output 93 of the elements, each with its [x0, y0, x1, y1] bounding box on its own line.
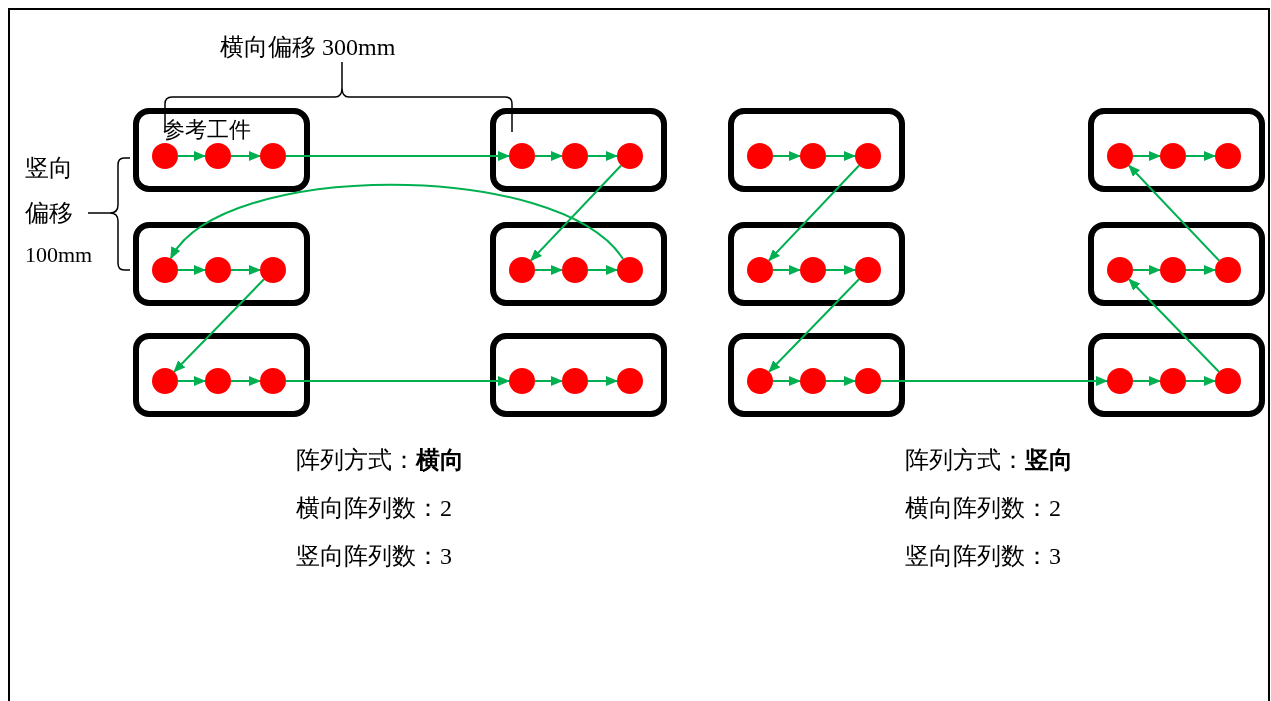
reference-label: 参考工件 [163, 118, 251, 143]
array-mode-text: 阵列方式：横向 [296, 446, 464, 475]
dimension-label: 100mm [25, 242, 93, 269]
point-dot [1215, 257, 1241, 283]
point-dot [152, 368, 178, 394]
workpiece-frame [490, 333, 667, 417]
workpiece-frame [1088, 108, 1265, 192]
arrow [825, 151, 856, 161]
array-mode-text: 阵列方式：竖向 [905, 446, 1073, 475]
point-dot [205, 257, 231, 283]
workpiece-frame [490, 108, 667, 192]
point-dot [562, 368, 588, 394]
point-dot [509, 368, 535, 394]
point-dot [260, 257, 286, 283]
point-dot [1160, 368, 1186, 394]
arrow [169, 183, 624, 261]
point-dot [1215, 143, 1241, 169]
arrow [1132, 151, 1161, 161]
point-dot [152, 257, 178, 283]
point-dot [855, 143, 881, 169]
arrow [177, 376, 206, 386]
arrow [285, 376, 510, 386]
arrow [1128, 278, 1220, 373]
point-dot [747, 143, 773, 169]
point-dot [509, 257, 535, 283]
arrow [177, 151, 206, 161]
arrow [772, 151, 801, 161]
point-dot [800, 257, 826, 283]
arrow [772, 265, 801, 275]
arrow [1185, 151, 1216, 161]
workpiece-frame [1088, 333, 1265, 417]
point-dot [562, 143, 588, 169]
point-dot [747, 368, 773, 394]
row-count-text: 竖向阵列数：3 [905, 542, 1061, 571]
point-dot [617, 257, 643, 283]
arrow [587, 265, 618, 275]
dimension-label: 偏移 [25, 199, 73, 228]
point-dot [1215, 368, 1241, 394]
point-dot [152, 143, 178, 169]
arrow [767, 164, 861, 262]
workpiece-frame [133, 333, 310, 417]
point-dot [1107, 257, 1133, 283]
arrow [772, 376, 801, 386]
arrow [230, 151, 261, 161]
point-dot [205, 368, 231, 394]
arrow [880, 376, 1108, 386]
point-dot [617, 143, 643, 169]
arrow [1127, 164, 1221, 262]
workpiece-frame [728, 333, 905, 417]
row-count-text: 竖向阵列数：3 [296, 542, 452, 571]
arrow [1185, 376, 1216, 386]
arrow [768, 278, 860, 373]
arrow [529, 164, 623, 262]
point-dot [800, 368, 826, 394]
column-count-text: 横向阵列数：2 [296, 494, 452, 523]
workpiece-frame [133, 108, 310, 192]
arrow [825, 376, 856, 386]
point-dot [260, 143, 286, 169]
dimension-label: 横向偏移 300mm [220, 33, 396, 62]
point-dot [747, 257, 773, 283]
workpiece-frame [728, 108, 905, 192]
arrow [825, 265, 856, 275]
arrow [230, 376, 261, 386]
arrow [173, 278, 265, 373]
arrow [1185, 265, 1216, 275]
point-dot [562, 257, 588, 283]
arrow [587, 376, 618, 386]
arrow [534, 265, 563, 275]
point-dot [1160, 143, 1186, 169]
column-count-text: 横向阵列数：2 [905, 494, 1061, 523]
arrow [1132, 265, 1161, 275]
point-dot [1107, 143, 1133, 169]
point-dot [617, 368, 643, 394]
point-dot [205, 143, 231, 169]
arrow [534, 151, 563, 161]
point-dot [855, 257, 881, 283]
arrow [534, 376, 563, 386]
arrow [230, 265, 261, 275]
workpiece-frame [490, 222, 667, 306]
point-dot [509, 143, 535, 169]
workpiece-frame [133, 222, 310, 306]
arrow [177, 265, 206, 275]
point-dot [260, 368, 286, 394]
point-dot [1160, 257, 1186, 283]
arrow [587, 151, 618, 161]
arrow [285, 151, 510, 161]
point-dot [800, 143, 826, 169]
arrow [1132, 376, 1161, 386]
point-dot [855, 368, 881, 394]
workpiece-frame [1088, 222, 1265, 306]
dimension-label: 竖向 [25, 154, 73, 183]
workpiece-frame [728, 222, 905, 306]
point-dot [1107, 368, 1133, 394]
